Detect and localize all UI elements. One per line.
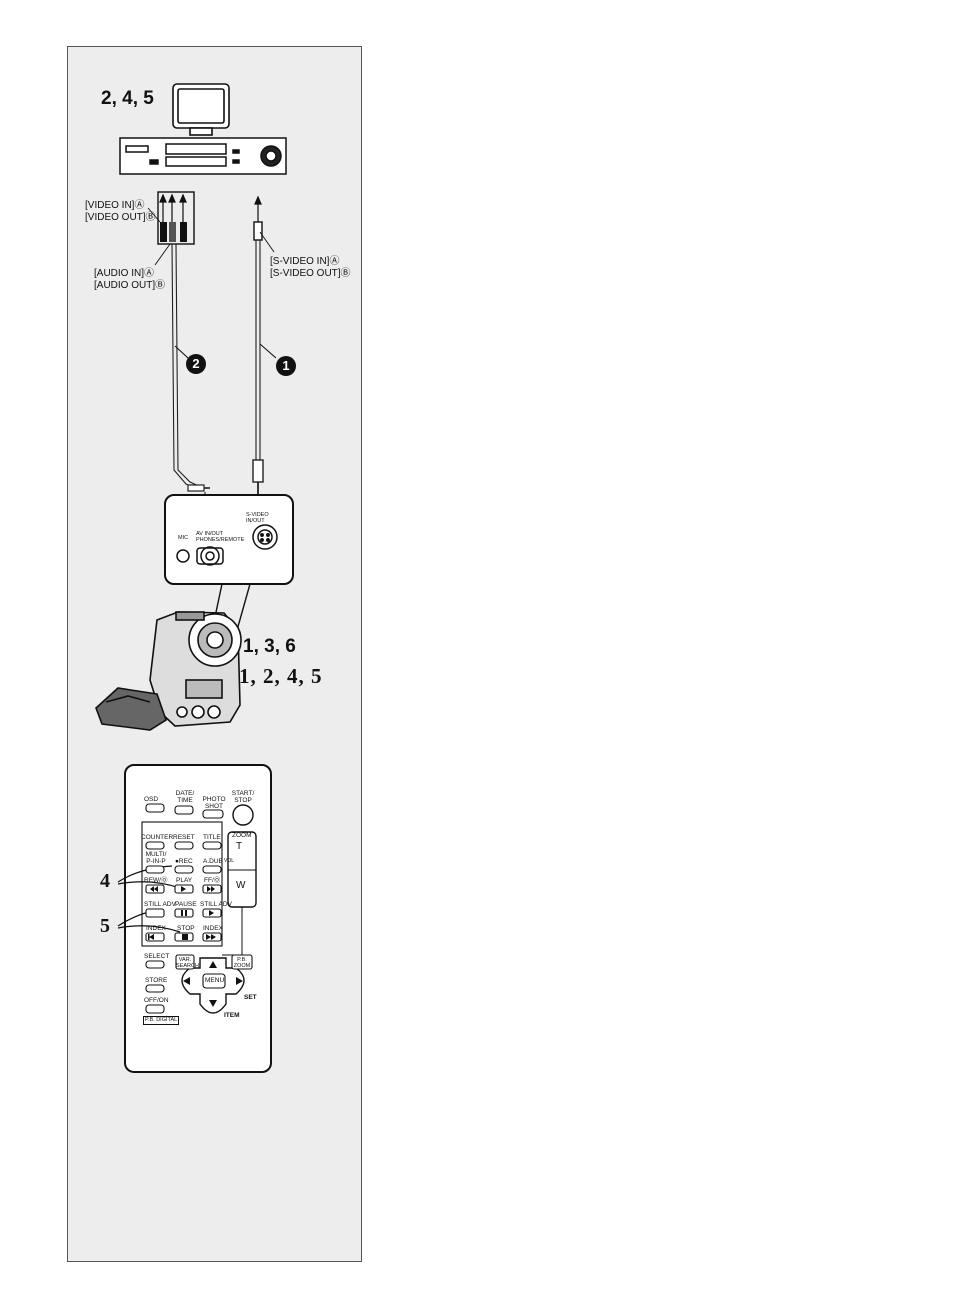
av-jack-icon: [196, 546, 224, 566]
svideo-jack-icon: [252, 524, 278, 550]
off-on-label: OFF/ON: [144, 997, 169, 1004]
still-adv-left-label: STILL ADV: [144, 901, 176, 908]
cable-1: [252, 240, 264, 494]
play-label: PLAY: [176, 877, 193, 884]
cable-2-number: 2: [186, 354, 206, 374]
rec-label: ●REC: [175, 858, 193, 865]
zoom-w-label: W: [236, 880, 246, 891]
counter-label: COUNTER: [141, 834, 174, 841]
index-right-label: INDEX: [203, 925, 223, 932]
video-in-label: [VIDEO IN]Ⓐ: [85, 200, 145, 211]
osd-label: OSD: [144, 796, 159, 803]
cable-1-number: 1: [276, 356, 296, 376]
svideo-plug-top: [253, 221, 263, 241]
camera-step-numbers-a: 1, 3, 6: [243, 636, 296, 657]
leader-lines: [147, 207, 275, 266]
tv-icon: [172, 83, 230, 136]
still-adv-right-label: STILL ADV: [200, 901, 232, 908]
vol-label: VOL: [224, 858, 235, 864]
stop-label: STOP: [177, 925, 195, 932]
remote-control-icon: [117, 764, 272, 1073]
svideo-io-label: IN/OUT: [246, 518, 265, 524]
pb-digital-label: P.B. DIGITAL: [143, 1016, 180, 1025]
photo-shot-label: PHOTO SHOT: [202, 796, 226, 810]
vcr-icon: [119, 137, 287, 175]
zoom-t-label: T: [236, 841, 243, 852]
pb-zoom-label: P.B. ZOOM: [233, 957, 251, 969]
svideo-jack-label: S-VIDEO: [246, 512, 269, 518]
s-video-in-label: [S-VIDEO IN]Ⓐ: [270, 256, 340, 267]
rca-plugs: [160, 222, 187, 242]
remote-button-glyphs: [148, 886, 216, 940]
reset-label: RESET: [173, 834, 195, 841]
title-label: TITLE: [203, 834, 221, 841]
menu-label: MENU: [205, 977, 225, 984]
cable-2: [171, 243, 210, 492]
rew-label: REW/Ⓞ: [144, 877, 168, 884]
mic-jack-icon: [176, 549, 190, 563]
a-dub-label: A.DUB: [203, 858, 223, 865]
multi-pinp-label: MULTI/ P-IN-P: [145, 851, 167, 865]
av-jack-label: AV IN/OUT: [196, 531, 224, 537]
phones-remote-label: PHONES/REMOTE: [196, 537, 245, 543]
pause-label: PAUSE: [175, 901, 197, 908]
store-label: STORE: [145, 977, 168, 984]
set-label: SET: [244, 994, 257, 1001]
cable-2-pointer: [174, 345, 189, 359]
select-label: SELECT: [144, 953, 170, 960]
date-time-label: DATE/ TIME: [175, 790, 195, 804]
camera-step-numbers-b: 1, 2, 4, 5: [239, 664, 323, 688]
start-stop-label: START/ STOP: [231, 790, 255, 804]
audio-in-label: [AUDIO IN]Ⓐ: [94, 268, 155, 279]
vcr-step-numbers: 2, 4, 5: [101, 88, 154, 109]
item-label: ITEM: [224, 1012, 240, 1019]
zoom-label: ZOOM: [232, 832, 252, 839]
remote-step-4: 4: [100, 870, 110, 892]
var-search-label: VAR. SEARCH: [176, 957, 199, 969]
mic-jack-label: MIC: [178, 535, 189, 541]
s-video-out-label: [S-VIDEO OUT]Ⓑ: [270, 268, 351, 279]
video-out-label: [VIDEO OUT]Ⓑ: [85, 212, 156, 223]
audio-out-label: [AUDIO OUT]Ⓑ: [94, 280, 166, 291]
camcorder-icon: [95, 611, 242, 731]
ff-label: FF/Ⓞ: [204, 877, 221, 884]
cable-1-pointer: [259, 343, 277, 359]
index-left-label: INDEX: [146, 925, 166, 932]
signal-arrows: [159, 193, 262, 226]
remote-step-5: 5: [100, 915, 110, 937]
